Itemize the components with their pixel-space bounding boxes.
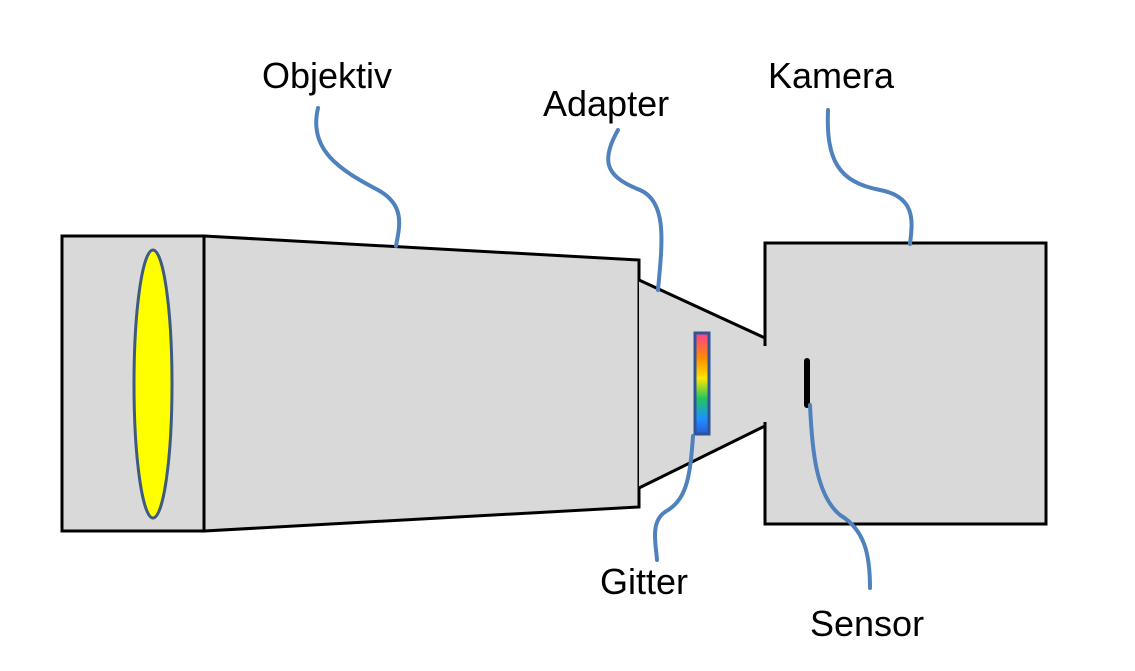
- kamera-leader-line: [825, 108, 914, 246]
- objektiv-label: Objektiv: [262, 55, 393, 96]
- grating-element: [693, 331, 711, 436]
- objective-tapered-barrel: [202, 234, 641, 533]
- camera-body: [763, 241, 1048, 526]
- adapter-edge-bottom: [638, 424, 766, 490]
- adapter-leader-line: [606, 128, 664, 292]
- gitter-leader-line: [653, 434, 695, 562]
- sensor-label: Sensor: [810, 603, 925, 644]
- kamera-label: Kamera: [768, 55, 895, 96]
- lens-element: [132, 248, 174, 520]
- objektiv-leader-line: [314, 106, 402, 248]
- adapter-label: Adapter: [543, 83, 670, 124]
- gitter-label: Gitter: [600, 561, 689, 602]
- camera-opening: [761, 346, 769, 422]
- sensor-leader-line: [808, 403, 872, 590]
